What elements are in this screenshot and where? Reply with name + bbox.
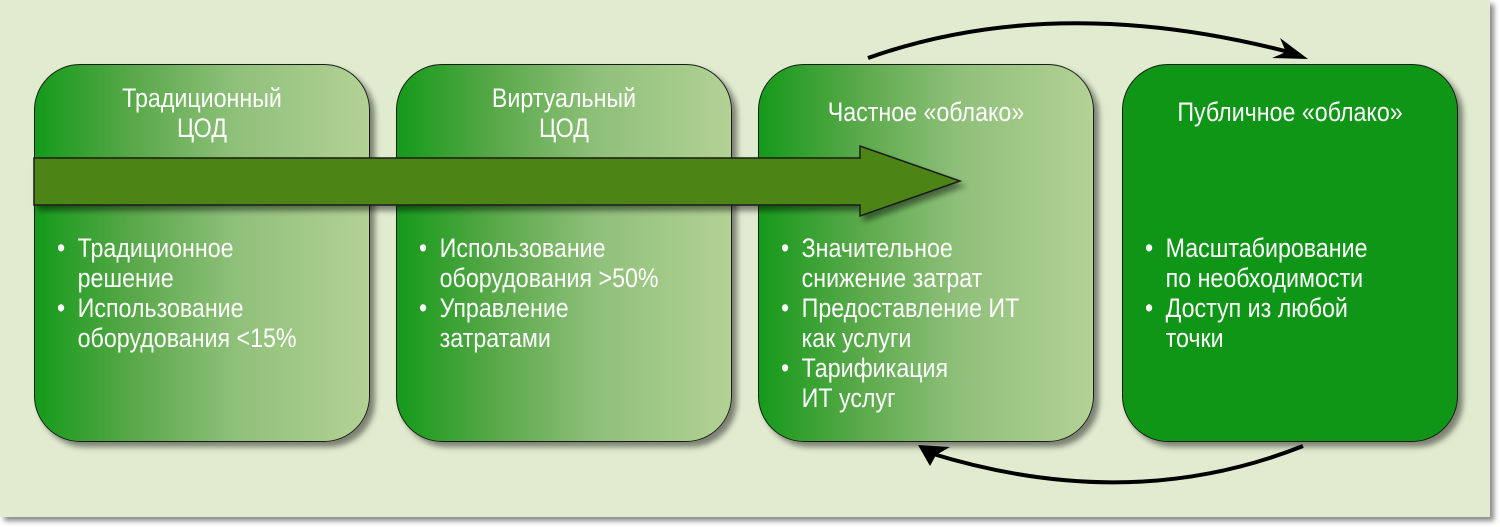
stage-public-cloud: Публичное «облако» Масштабирование по не…: [1122, 64, 1458, 442]
bullet-item: Использование оборудования >50%: [419, 233, 731, 293]
bullet-item: Масштабирование по необходимости: [1145, 233, 1457, 293]
stage-traditional-dc: Традиционный ЦОД Традиционное решение Ис…: [34, 64, 370, 442]
bullet-item: Использование оборудования <15%: [57, 293, 369, 353]
stage-private-cloud: Частное «облако» Значительное снижение з…: [758, 64, 1094, 442]
bullet-item: Управление затратами: [419, 293, 731, 353]
bullet-item: Тарификация ИТ услуг: [781, 353, 1093, 413]
progression-arrow: [33, 144, 963, 218]
arrow-private-to-public: [867, 21, 1301, 60]
arrowhead-icon: [918, 445, 950, 466]
stage-title: Частное «облако»: [827, 97, 1025, 127]
stage-title: Виртуальный ЦОД: [491, 83, 637, 143]
bullet-item: Значительное снижение затрат: [781, 233, 1093, 293]
bullet-item: Доступ из любой точки: [1145, 293, 1457, 353]
stage-title: Публичное «облако»: [1177, 97, 1403, 127]
arrow-public-to-private: [929, 444, 1304, 485]
bullet-item: Предоставление ИТ как услуги: [781, 293, 1093, 353]
arrowhead-icon: [1272, 38, 1308, 59]
stage-virtual-dc: Виртуальный ЦОД Использование оборудован…: [396, 64, 732, 442]
bullet-item: Традиционное решение: [57, 233, 369, 293]
stage-title: Традиционный ЦОД: [122, 83, 282, 143]
